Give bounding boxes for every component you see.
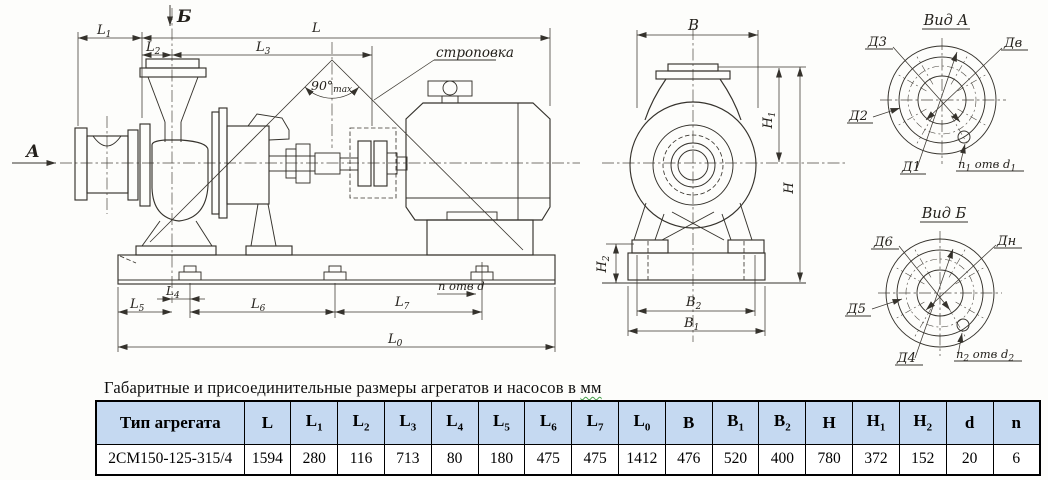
view-arrow-a-label: А: [24, 142, 40, 162]
label-d4: Д4: [896, 351, 916, 366]
dim-label-h: Н: [782, 182, 797, 195]
label-d2: Д2: [848, 109, 868, 124]
unit-type-cell: 2СМ150-125-315/4: [95, 443, 245, 476]
view-b-title: Вид Б: [921, 206, 967, 222]
stropovka-label: строповка: [436, 45, 514, 61]
flange-view-a: [847, 28, 1028, 175]
label-n2-holes-d2: п2 отв d2: [956, 347, 1014, 364]
label-d3: Д3: [867, 35, 887, 50]
technical-drawing: Б А L1 L L2 L3 строповка 90°max L4 L5 L6…: [12, 5, 1028, 366]
dimension-value-cell: 116: [337, 443, 385, 476]
dim-label-l2: L2: [145, 40, 161, 57]
col-header: B: [664, 400, 713, 445]
view-arrow-b-label: Б: [176, 7, 192, 27]
view-a-title: Вид А: [923, 13, 969, 29]
col-header: B1: [711, 400, 760, 445]
dim-label-l5: L5: [129, 297, 145, 314]
dim-label-l3: L3: [255, 40, 271, 57]
dim-label-b2: В2: [685, 295, 702, 312]
col-header: n: [992, 400, 1041, 445]
side-view-dimensions: [12, 5, 556, 352]
angle-90max-label: 90°max: [311, 78, 352, 95]
col-header: H2: [898, 400, 947, 445]
dim-label-l7: L7: [394, 295, 410, 312]
dimension-value-cell: 6: [992, 443, 1041, 476]
label-n1-holes-d1: п1 отв d1: [958, 157, 1016, 174]
dim-label-l1: L1: [96, 23, 111, 40]
col-header: L6: [524, 400, 573, 445]
dim-label-b: В: [687, 16, 699, 34]
dim-label-l4: L4: [165, 284, 180, 301]
caption-text: Габаритные и присоединительные размеры а…: [104, 378, 581, 397]
dimension-value-cell: 1594: [243, 443, 292, 476]
dim-label-h2: Н2: [595, 255, 612, 273]
col-header: L7: [571, 400, 619, 445]
dimension-value-cell: 520: [711, 443, 760, 476]
dimension-value-cell: 152: [898, 443, 947, 476]
dimension-value-cell: 475: [524, 443, 573, 476]
flange-view-b: [845, 221, 1022, 366]
dimension-value-cell: 80: [430, 443, 479, 476]
caption-underlined-word: мм: [580, 378, 602, 397]
col-header: L2: [337, 400, 385, 445]
dim-label-l0: L0: [387, 332, 403, 349]
col-header: H1: [852, 400, 900, 445]
dim-label-h1: Н1: [761, 111, 778, 129]
label-d5: Д5: [846, 302, 866, 317]
label-dn: Дн: [996, 234, 1016, 249]
dimension-value-cell: 475: [571, 443, 619, 476]
dimension-value-cell: 20: [945, 443, 994, 476]
anchor-bolt: [178, 265, 494, 281]
dimension-value-cell: 400: [758, 443, 807, 476]
label-d6: Д6: [873, 235, 893, 250]
col-header: L4: [430, 400, 479, 445]
dim-label-l: L: [311, 21, 321, 36]
dimension-value-cell: 180: [477, 443, 526, 476]
col-header: H: [805, 400, 854, 445]
label-dv: Дв: [1003, 36, 1022, 51]
dim-label-b1: В1: [683, 316, 699, 333]
col-header: d: [945, 400, 994, 445]
col-header: L3: [383, 400, 432, 445]
front-view-dimensions: [606, 30, 806, 336]
dimension-value-cell: 713: [383, 443, 432, 476]
col-header: L0: [618, 400, 666, 445]
col-header-type: Тип агрегата: [95, 400, 245, 445]
front-view-drawing: [602, 28, 848, 342]
dimension-value-cell: 372: [852, 443, 900, 476]
n-holes-d-label: п отв d: [438, 279, 485, 293]
table-caption: Габаритные и присоединительные размеры а…: [104, 378, 602, 398]
dimension-value-cell: 476: [664, 443, 713, 476]
col-header: L1: [290, 400, 339, 445]
col-header: L: [243, 400, 292, 445]
col-header: B2: [758, 400, 807, 445]
label-d1: Д1: [901, 160, 921, 175]
dimension-value-cell: 780: [805, 443, 854, 476]
dimension-value-cell: 1412: [618, 443, 666, 476]
side-view-drawing: [60, 8, 580, 303]
dim-label-l6: L6: [250, 297, 266, 314]
col-header: L5: [477, 400, 526, 445]
dimension-value-cell: 280: [290, 443, 339, 476]
